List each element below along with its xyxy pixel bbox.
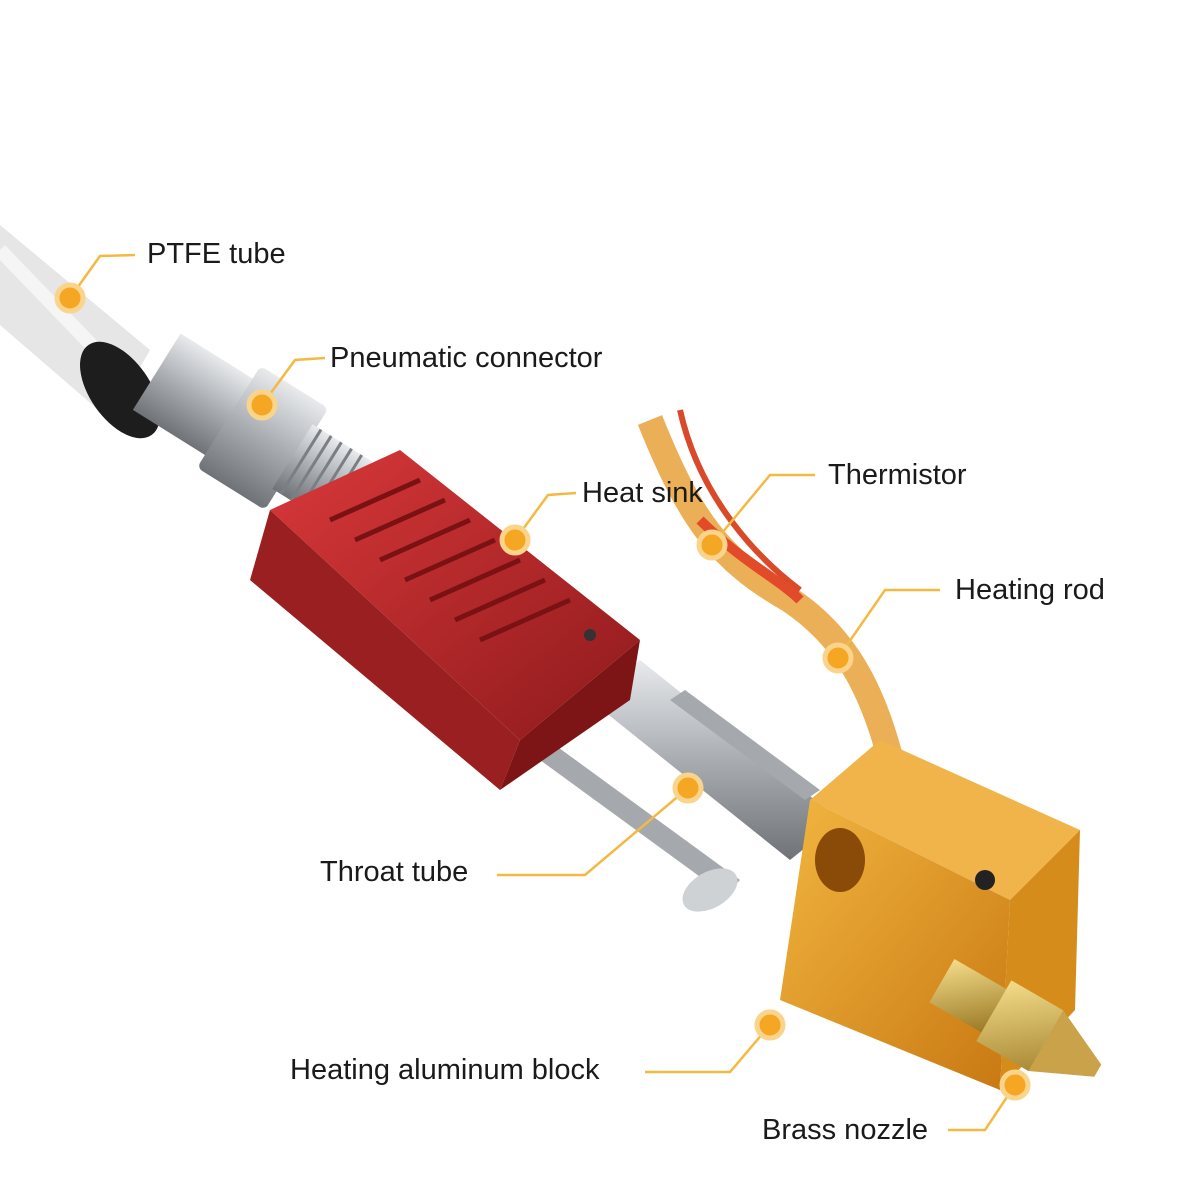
- label-brass-nozzle: Brass nozzle: [762, 1114, 929, 1146]
- callout-dot: [499, 524, 531, 556]
- label-heating-block: Heating aluminum block: [290, 1054, 600, 1086]
- callout-dot: [246, 389, 278, 421]
- heating-block: [780, 740, 1080, 1090]
- callout-dot: [822, 642, 854, 674]
- heat-sink: [250, 450, 640, 790]
- brass-nozzle: [929, 959, 1102, 1077]
- label-heating-rod: Heating rod: [955, 574, 1105, 606]
- callout-dot: [672, 772, 704, 804]
- callout-lines: [68, 253, 1017, 1132]
- callout-dot: [999, 1069, 1031, 1101]
- label-thermistor: Thermistor: [828, 459, 967, 491]
- label-pneumatic-connector: Pneumatic connector: [330, 342, 603, 374]
- throat-tube: [540, 660, 840, 912]
- callout-dot: [54, 282, 86, 314]
- label-ptfe-tube: PTFE tube: [147, 238, 286, 270]
- label-throat-tube: Throat tube: [320, 856, 469, 888]
- callout-dot: [696, 529, 728, 561]
- label-heat-sink: Heat sink: [582, 477, 703, 509]
- callout-dots: [54, 282, 1031, 1101]
- callout-dot: [754, 1009, 786, 1041]
